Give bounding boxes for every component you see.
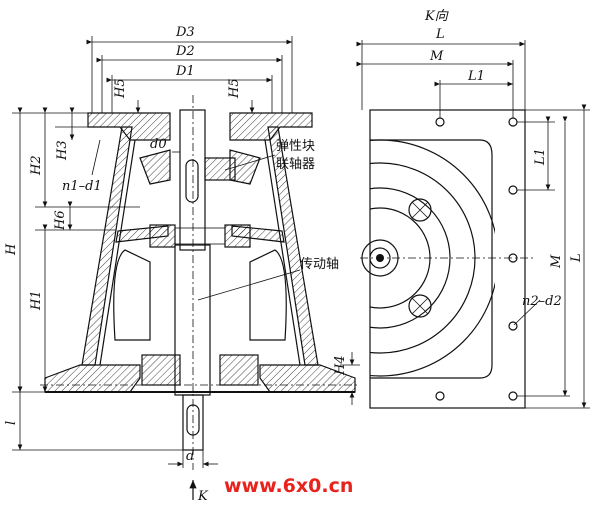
label-H: H — [4, 243, 19, 256]
label-n2-d2: n2–d2 — [522, 294, 562, 309]
label-D1: D1 — [175, 64, 195, 79]
label-H5-right: H5 — [227, 78, 242, 99]
label-L1-top: L1 — [467, 69, 485, 84]
label-L-side: L — [569, 253, 584, 263]
label-M-side: M — [549, 254, 564, 269]
label-L-top: L — [435, 27, 445, 42]
label-H6: H6 — [53, 210, 68, 231]
labels-left: D3 D2 D1 H5 H5 H2 H3 H6 H H1 H4 l d d0 n… — [4, 25, 348, 504]
section-view — [40, 95, 360, 470]
label-H5-left: H5 — [113, 78, 128, 99]
k-view — [360, 109, 535, 409]
callout-shaft: 传动轴 — [300, 257, 339, 272]
label-d0: d0 — [150, 137, 167, 152]
dimensions-left — [12, 36, 360, 500]
watermark: www.6x0.cn — [224, 475, 353, 497]
view-title: K向 — [424, 9, 449, 24]
label-L1-side: L1 — [533, 148, 548, 166]
labels-right: K向 L M L1 L1 M L n2–d2 — [424, 9, 584, 309]
dimensions-right — [356, 40, 590, 409]
callout-coupling-line2: 联轴器 — [276, 157, 315, 172]
label-H3: H3 — [55, 140, 70, 161]
callout-coupling-line1: 弹性块 — [276, 139, 315, 154]
label-D3: D3 — [175, 25, 195, 40]
label-l: l — [4, 421, 19, 425]
bolt-holes — [435, 117, 518, 401]
label-H1: H1 — [29, 290, 44, 311]
label-H4: H4 — [333, 355, 348, 376]
label-n1-d1: n1–d1 — [62, 179, 102, 194]
label-H2: H2 — [29, 155, 44, 176]
label-K-arrow: K — [197, 489, 209, 504]
label-M-top: M — [429, 49, 444, 64]
label-D2: D2 — [175, 44, 195, 59]
label-d: d — [186, 449, 194, 464]
